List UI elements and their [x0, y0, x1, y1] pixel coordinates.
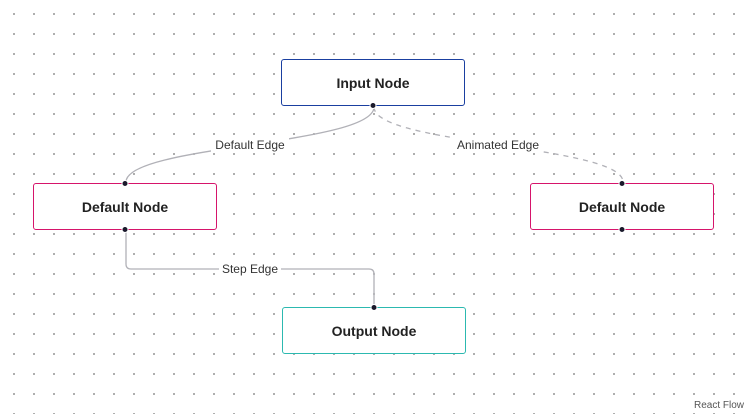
default-node-right-source-handle[interactable] [618, 226, 626, 233]
edge-step-label-group[interactable]: Step Edge [219, 261, 281, 277]
edge-step-label: Step Edge [222, 262, 278, 276]
edge-default-label-bg [211, 137, 289, 153]
edge-animated-label-group[interactable]: Animated Edge [453, 137, 543, 153]
react-flow-attribution-link[interactable]: React Flow [690, 399, 747, 412]
edge-animated-label: Animated Edge [457, 138, 539, 152]
default-node-left[interactable]: Default Node [33, 180, 217, 233]
edge-default-label-group[interactable]: Default Edge [211, 137, 289, 153]
default-node-left-target-handle[interactable] [121, 180, 129, 187]
input-node[interactable]: Input Node [281, 59, 465, 109]
output-node-target-handle[interactable] [370, 304, 378, 311]
edge-default-label: Default Edge [215, 138, 285, 152]
default-node-right[interactable]: Default Node [530, 180, 714, 233]
default-node-left-source-handle[interactable] [121, 226, 129, 233]
edge-animated-label-bg [453, 137, 543, 153]
default-node-right-label: Default Node [578, 198, 666, 215]
default-node-right-target-handle[interactable] [618, 180, 626, 187]
output-node[interactable]: Output Node [282, 304, 466, 354]
input-node-source-handle[interactable] [369, 102, 377, 109]
default-node-left-label: Default Node [81, 198, 169, 215]
edge-step-label-bg [219, 261, 281, 277]
input-node-label: Input Node [336, 74, 410, 91]
output-node-label: Output Node [331, 322, 417, 339]
